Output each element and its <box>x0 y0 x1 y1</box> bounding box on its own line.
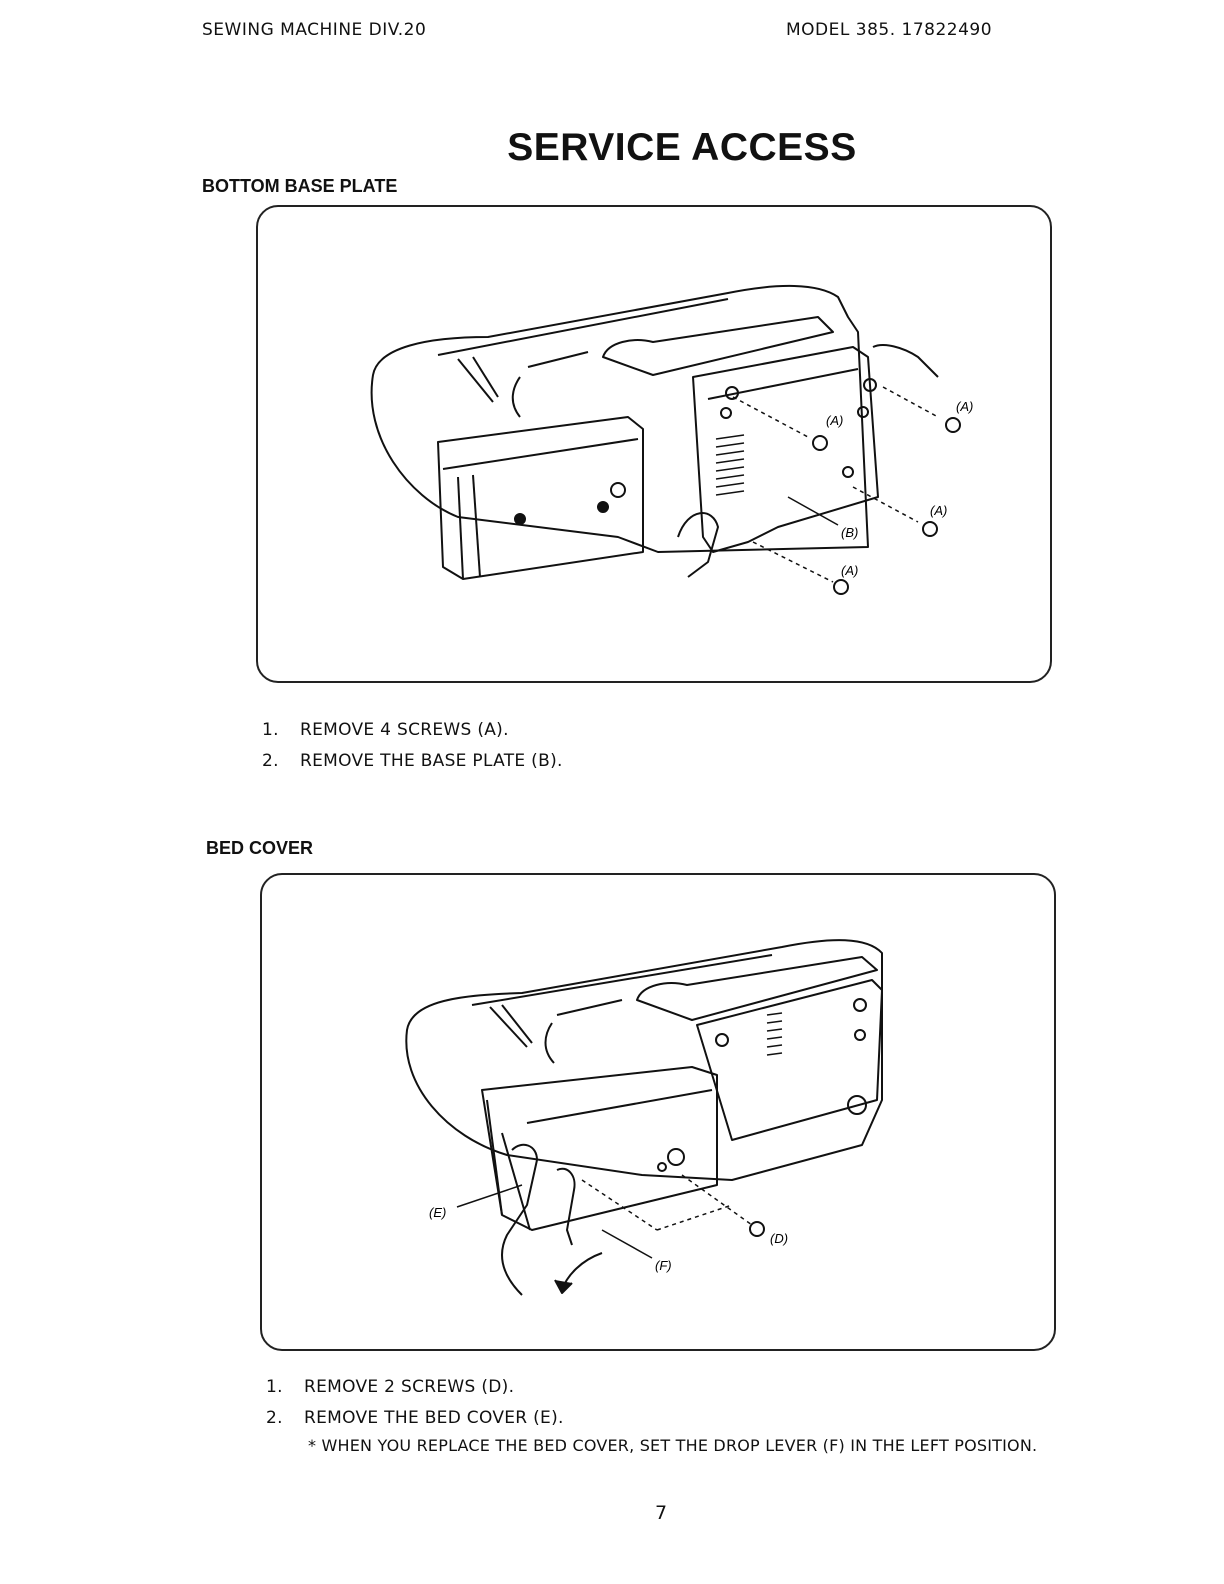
step-number: 1. <box>262 719 279 740</box>
replace-note: * WHEN YOU REPLACE THE BED COVER, SET TH… <box>308 1436 1038 1455</box>
steps-bottom-base-plate: 1. REMOVE 4 SCREWS (A). 2. REMOVE THE BA… <box>262 714 563 776</box>
bed-cover-illustration: (E) (D) (F) <box>405 939 883 1296</box>
label-a-1: (A) <box>826 413 843 428</box>
label-f: (F) <box>655 1258 672 1273</box>
step-text: REMOVE THE BASE PLATE (B). <box>300 750 563 771</box>
header-left: SEWING MACHINE DIV.20 <box>202 20 427 40</box>
label-e: (E) <box>429 1205 446 1220</box>
figure-bottom-base-plate: (A) (A) (A) (A) (B) <box>256 205 1052 683</box>
step-text: REMOVE 2 SCREWS (D). <box>304 1376 515 1397</box>
step-text: REMOVE THE BED COVER (E). <box>304 1407 564 1428</box>
label-d: (D) <box>770 1231 788 1246</box>
header-right: MODEL 385. 17822490 <box>786 20 993 40</box>
page-number: 7 <box>655 1502 668 1524</box>
label-a-3: (A) <box>930 503 947 518</box>
step-item: 2. REMOVE THE BASE PLATE (B). <box>262 745 563 776</box>
bottom-base-plate-illustration: (A) (A) (A) (A) (B) <box>370 284 973 595</box>
figure-bed-cover: (E) (D) (F) <box>260 873 1056 1351</box>
steps-bed-cover: 1. REMOVE 2 SCREWS (D). 2. REMOVE THE BE… <box>266 1371 564 1433</box>
label-a-4: (A) <box>841 563 858 578</box>
step-item: 1. REMOVE 4 SCREWS (A). <box>262 714 563 745</box>
section-heading-bottom-base-plate: BOTTOM BASE PLATE <box>202 176 398 196</box>
step-item: 2. REMOVE THE BED COVER (E). <box>266 1402 564 1433</box>
label-a-2: (A) <box>956 399 973 414</box>
step-item: 1. REMOVE 2 SCREWS (D). <box>266 1371 564 1402</box>
label-b: (B) <box>841 525 858 540</box>
section-heading-bed-cover: BED COVER <box>206 838 314 858</box>
step-number: 1. <box>266 1376 283 1397</box>
page-title: SERVICE ACCESS <box>507 126 857 169</box>
step-text: REMOVE 4 SCREWS (A). <box>300 719 509 740</box>
step-number: 2. <box>266 1407 283 1428</box>
step-number: 2. <box>262 750 279 771</box>
